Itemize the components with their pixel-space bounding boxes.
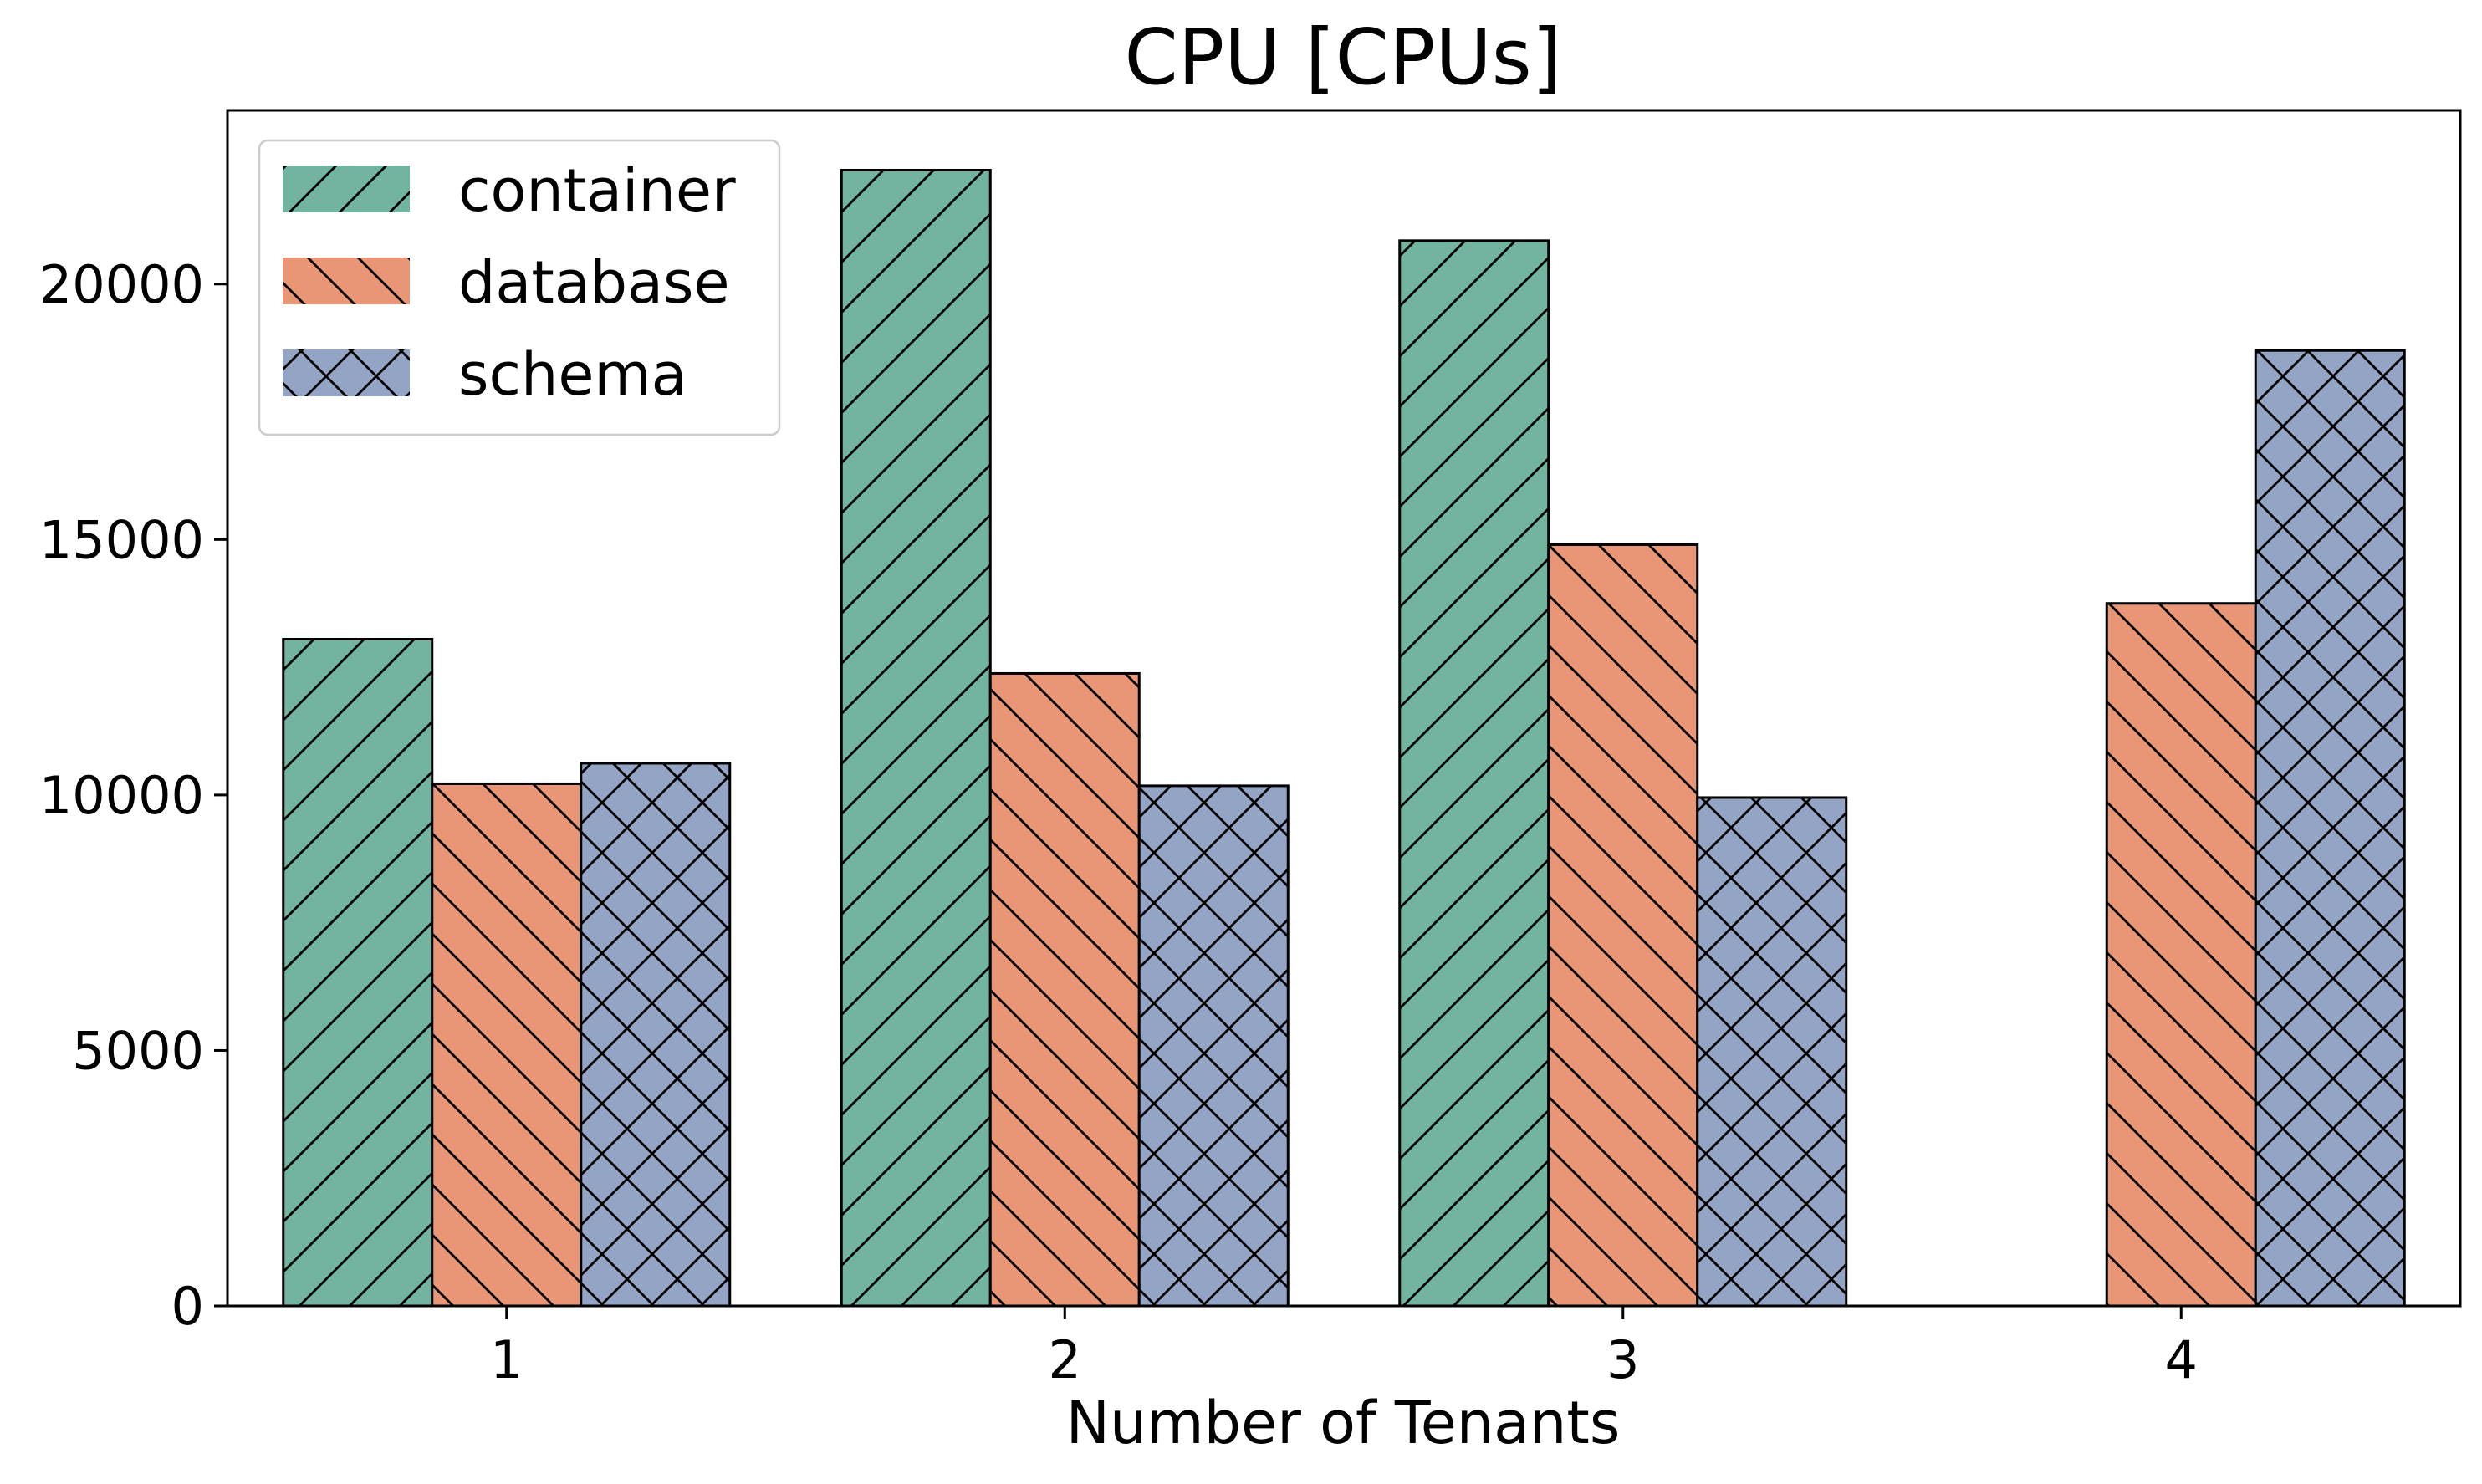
- bars-group: [282, 169, 2406, 1308]
- legend-swatch-hatch-schema: [283, 349, 410, 396]
- bar-database-1-hatch: [431, 782, 583, 1308]
- bar-schema-1-hatch: [580, 762, 732, 1308]
- x-tick-label: 4: [2165, 1329, 2198, 1390]
- x-axis: 1 2 3 4: [490, 1306, 2198, 1390]
- y-tick-label: 15000: [39, 509, 204, 570]
- legend-label-database: database: [458, 248, 730, 317]
- y-tick-label: 5000: [72, 1020, 204, 1081]
- y-axis: 0 5000 10000 15000 20000: [39, 254, 227, 1337]
- legend: container database schema: [258, 139, 781, 436]
- y-tick-label: 10000: [39, 765, 204, 826]
- y-tick-label: 20000: [39, 254, 204, 315]
- y-tick-label: 0: [171, 1276, 204, 1337]
- bar-container-2-hatch: [840, 169, 992, 1308]
- bar-schema-3-hatch: [1696, 796, 1848, 1308]
- bar-schema-4-hatch: [2254, 349, 2406, 1308]
- legend-label-container: container: [458, 156, 736, 225]
- chart-title: CPU [CPUs]: [1124, 13, 1561, 102]
- x-tick-label: 3: [1606, 1329, 1639, 1390]
- x-axis-label: Number of Tenants: [1066, 1389, 1621, 1457]
- legend-label-schema: schema: [458, 340, 687, 409]
- x-tick-label: 1: [490, 1329, 523, 1390]
- bar-container-3-hatch: [1398, 239, 1550, 1308]
- legend-swatch-hatch-container: [283, 166, 410, 212]
- bar-database-2-hatch: [988, 671, 1141, 1308]
- bar-database-3-hatch: [1547, 543, 1699, 1308]
- x-tick-label: 2: [1049, 1329, 1081, 1390]
- bar-database-4-hatch: [2105, 602, 2257, 1308]
- bar-container-1-hatch: [282, 638, 434, 1308]
- plot-frame: [226, 109, 2462, 1308]
- bar-schema-2-hatch: [1137, 784, 1290, 1308]
- legend-swatch-hatch-database: [283, 258, 410, 304]
